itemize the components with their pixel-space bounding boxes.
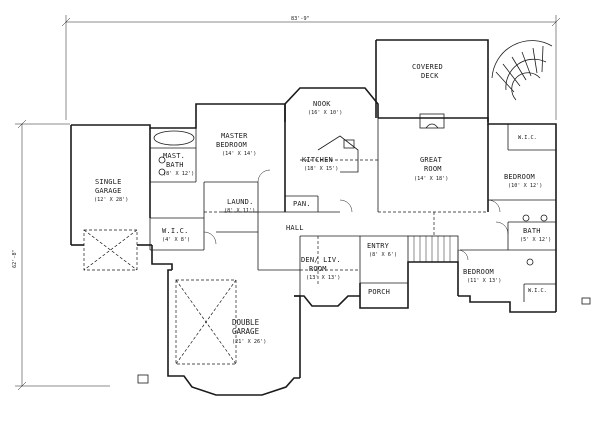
dashed-lines (204, 159, 488, 284)
width-dimension-line (61, 15, 561, 120)
great-room-label: GREAT (420, 156, 443, 164)
wic-master-label: W.I.C. (162, 227, 189, 235)
great-room-label-2: ROOM (424, 165, 442, 173)
entry-label: ENTRY (367, 242, 390, 250)
hall-label: HALL (286, 224, 304, 232)
laund-label: LAUND. (227, 198, 254, 206)
double-garage-label: DOUBLE (232, 318, 260, 327)
door-swings (203, 169, 509, 261)
mast-bath-label: MAST. (163, 152, 185, 160)
double-garage-door (175, 279, 237, 365)
double-garage-label-2: GARAGE (232, 327, 260, 336)
entry-stairs (407, 235, 459, 263)
mast-bath-size: (8' X 12') (163, 171, 194, 177)
exterior-walls (70, 39, 557, 396)
bedroom-lower-size: (11' X 13') (467, 278, 501, 284)
bath-right-size: (5' X 12') (520, 237, 551, 243)
double-garage-size: (21' X 26') (232, 339, 266, 345)
wic-top-right-label: W.I.C. (518, 135, 537, 141)
interior-walls (149, 118, 556, 302)
den-liv-label-2: ROOM (309, 265, 327, 273)
wic-lower-label: W.I.C. (528, 288, 547, 294)
kitchen-size: (18' X 15') (304, 166, 338, 172)
great-room-size: (14' X 18') (414, 176, 448, 182)
depth-dimension-line (15, 119, 110, 391)
nook-size: (16' X 10') (308, 110, 342, 116)
master-bedroom-label-2: BEDROOM (216, 141, 247, 149)
den-liv-size: (13' X 13') (306, 275, 340, 281)
wic-master-size: (4' X 8') (162, 237, 190, 243)
bedroom-lower-label: BEDROOM (463, 268, 494, 276)
bathtub (153, 130, 195, 146)
laund-size: (8' X 11') (224, 208, 255, 214)
covered-deck-label: COVERED (412, 63, 443, 71)
bath-sinks (158, 156, 548, 266)
nook-label: NOOK (313, 100, 331, 108)
single-garage-size: (12' X 28') (94, 197, 128, 203)
covered-deck-label-2: DECK (421, 72, 439, 80)
porch-label: PORCH (368, 288, 390, 296)
den-liv-label: DEN/ LIV. (301, 256, 341, 264)
single-garage-door (83, 229, 138, 271)
entry-size: (8' X 6') (369, 252, 397, 258)
kitchen-island (317, 135, 359, 173)
bedroom-right-label: BEDROOM (504, 173, 535, 181)
kitchen-label: KITCHEN (302, 156, 333, 164)
master-bedroom-label: MASTER (221, 132, 248, 140)
master-bedroom-size: (14' X 14') (222, 151, 256, 157)
bath-right-label: BATH (523, 227, 541, 235)
mast-bath-label-2: BATH (166, 161, 184, 169)
bedroom-right-size: (10' X 12') (508, 183, 542, 189)
spiral-stair (491, 40, 553, 101)
width-dimension-label: 83'-9" (291, 16, 310, 22)
fireplace (419, 113, 445, 129)
pan-label: PAN. (293, 200, 311, 208)
exterior-markers (137, 297, 591, 384)
depth-dimension-label: 62'-8" (12, 249, 18, 268)
single-garage-label: SINGLE (95, 178, 122, 186)
single-garage-label-2: GARAGE (95, 187, 122, 195)
